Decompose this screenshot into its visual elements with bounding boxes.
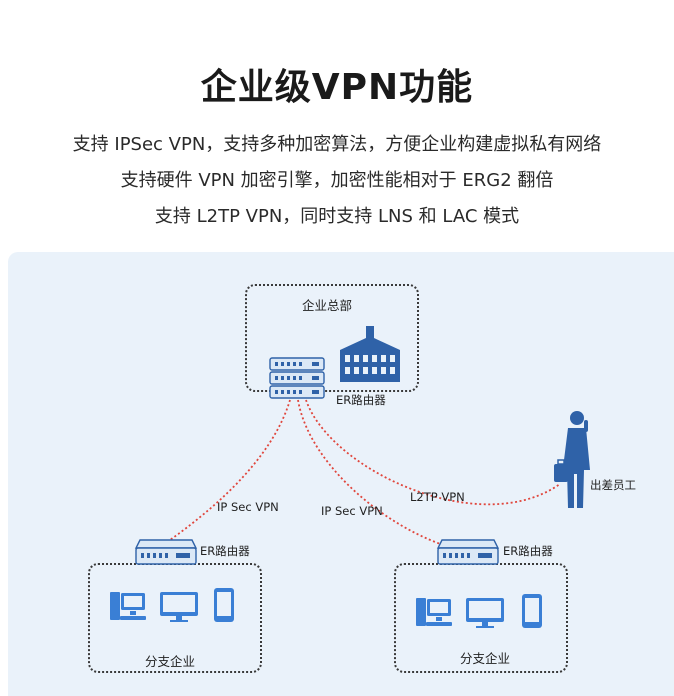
hq-box [245,284,419,392]
feature-line-hardware: 支持硬件 VPN 加密引擎，加密性能相对于 ERG2 翻倍 [120,170,554,191]
branch-right-monitor-icon [466,598,504,628]
branch-left-router-label: ER路由器 [200,544,250,558]
branch-left-router-icon [134,539,198,565]
ipsec-right-link [297,399,471,553]
traveler-label: 出差员工 [590,478,636,492]
vpn-links [169,399,561,553]
ipsec-right-link-label: IP Sec VPN [321,504,383,518]
branch-left-label: 分支企业 [145,654,196,669]
ipsec-left-link-label: IP Sec VPN [217,500,279,514]
branch-right-desktop-icon [416,598,452,626]
branch-right-router-icon [436,539,500,565]
hq-router-icon [269,357,325,399]
building-icon [340,326,400,382]
hq-router-label: ER路由器 [336,393,386,407]
traveler-person-icon [554,411,590,508]
l2tp-link [305,399,561,506]
branch-left-phone-icon [214,588,234,622]
branch-right-phone-icon [522,594,542,628]
feature-line-l2tp: 支持 L2TP VPN，同时支持 LNS 和 LAC 模式 [154,206,520,227]
branch-right-label: 分支企业 [460,651,511,666]
branch-right-router-label: ER路由器 [503,544,553,558]
ipsec-left-link [169,399,291,541]
l2tp-link-label: L2TP VPN [410,490,465,504]
hq-label: 企业总部 [302,298,353,313]
feature-line-ipsec: 支持 IPSec VPN，支持多种加密算法，方便企业构建虚拟私有网络 [72,134,602,155]
branch-left-monitor-icon [160,592,198,622]
page-title: 企业级VPN功能 [200,67,474,108]
branch-left-desktop-icon [110,592,146,620]
